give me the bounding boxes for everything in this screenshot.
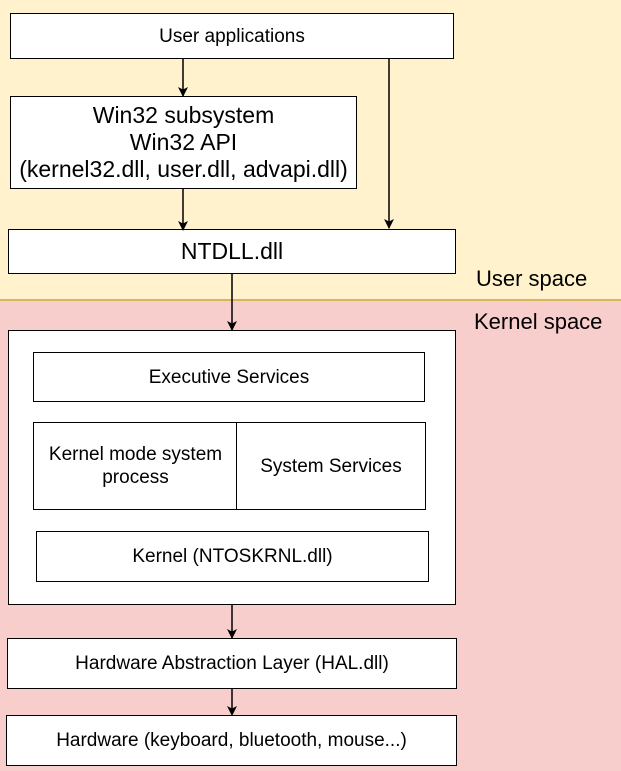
kernel-mode-system-process-label: Kernel mode system process — [48, 444, 223, 488]
hardware-label: Hardware (keyboard, bluetooth, mouse...) — [56, 730, 407, 751]
win32-api-label: Win32 API — [129, 129, 238, 155]
ntdll-box: NTDLL.dll — [8, 229, 456, 274]
ntdll-label: NTDLL.dll — [180, 238, 284, 264]
hal-label: Hardware Abstraction Layer (HAL.dll) — [75, 653, 389, 674]
win32-dlls-label: (kernel32.dll, user.dll, advapi.dll) — [19, 156, 348, 182]
kernel-mode-system-process-box: Kernel mode system process — [33, 422, 238, 510]
user-space-label: User space — [476, 266, 588, 291]
system-services-box: System Services — [236, 422, 426, 510]
hal-box: Hardware Abstraction Layer (HAL.dll) — [7, 638, 457, 689]
win32-subsystem-box: Win32 subsystem Win32 API (kernel32.dll,… — [10, 96, 357, 189]
kernel-label: Kernel (NTOSKRNL.dll) — [132, 546, 333, 567]
user-applications-box: User applications — [10, 13, 454, 59]
kernel-box: Kernel (NTOSKRNL.dll) — [36, 531, 429, 582]
user-kernel-divider — [0, 299, 621, 301]
win32-subsystem-label: Win32 subsystem — [92, 102, 275, 128]
executive-services-label: Executive Services — [148, 366, 310, 388]
kernel-space-label: Kernel space — [474, 309, 603, 334]
system-services-label: System Services — [260, 455, 402, 477]
executive-services-box: Executive Services — [33, 352, 425, 402]
hardware-box: Hardware (keyboard, bluetooth, mouse...) — [6, 715, 457, 766]
user-applications-label: User applications — [159, 25, 305, 47]
